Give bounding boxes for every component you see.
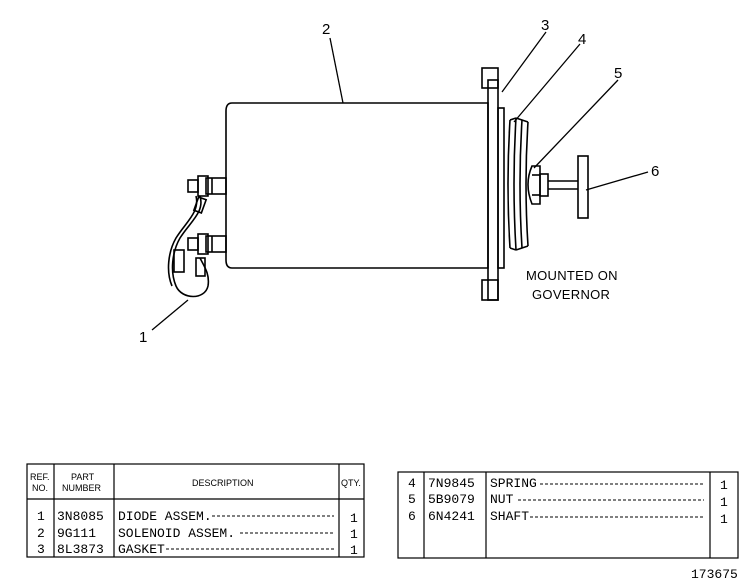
header-part-2: NUMBER	[62, 483, 102, 493]
row-qty: 1	[720, 478, 728, 493]
callout-3: 3	[541, 17, 549, 34]
row-desc: DIODE ASSEM.	[118, 509, 212, 524]
parts-table-left	[26, 463, 365, 558]
row-ref: 5	[408, 492, 416, 507]
row-ref: 6	[408, 509, 416, 524]
row-ref: 2	[37, 526, 45, 541]
table-row: 1 3N8085 DIODE ASSEM. 1	[37, 509, 358, 526]
row-desc: SPRING	[490, 476, 537, 491]
diode-assembly	[167, 195, 210, 298]
row-part: 7N9845	[428, 476, 475, 491]
solenoid-assembly	[167, 67, 589, 301]
callout-6: 6	[651, 163, 659, 180]
row-desc: GASKET	[118, 542, 165, 557]
row-ref: 4	[408, 476, 416, 491]
callout-5: 5	[614, 65, 622, 82]
row-desc: SHAFT	[490, 509, 529, 524]
flange-bolt-bottom	[481, 279, 499, 301]
table-row: 4 7N9845 SPRING 1	[408, 476, 728, 493]
table-row: 3 8L3873 GASKET 1	[37, 542, 358, 558]
note-line-2: GOVERNOR	[532, 287, 610, 302]
row-ref: 3	[37, 542, 45, 557]
header-part-1: PART	[71, 472, 95, 482]
row-qty: 1	[350, 511, 358, 526]
callout-4: 4	[578, 31, 586, 48]
header-ref-1: REF.	[30, 472, 50, 482]
header-ref-2: NO.	[32, 483, 48, 493]
row-part: 3N8085	[57, 509, 104, 524]
spring	[507, 117, 529, 251]
row-part: 5B9079	[428, 492, 475, 507]
row-qty: 1	[720, 512, 728, 527]
nut	[527, 165, 549, 205]
terminal-upper	[187, 175, 227, 197]
parts-table-right	[397, 471, 739, 559]
row-desc: SOLENOID ASSEM.	[118, 526, 235, 541]
table-row: 5 5B9079 NUT 1	[408, 492, 728, 510]
mounting-flange	[487, 79, 499, 301]
row-qty: 1	[350, 527, 358, 542]
callout-1: 1	[139, 329, 147, 346]
figure-number: 173675	[691, 567, 738, 582]
gasket	[497, 107, 505, 269]
row-qty: 1	[720, 495, 728, 510]
solenoid-body	[225, 102, 489, 269]
row-desc: NUT	[490, 492, 514, 507]
row-part: 6N4241	[428, 509, 475, 524]
row-qty: 1	[350, 543, 358, 558]
row-part: 8L3873	[57, 542, 104, 557]
header-qty: QTY.	[341, 478, 361, 488]
row-part: 9G111	[57, 526, 96, 541]
leader-lines	[151, 31, 649, 331]
shaft	[548, 155, 589, 219]
row-ref: 1	[37, 509, 45, 524]
table-row: 2 9G111 SOLENOID ASSEM. 1	[37, 526, 358, 542]
table-row: 6 6N4241 SHAFT 1	[408, 509, 728, 527]
flange-bolt-top	[481, 67, 499, 89]
callout-2: 2	[322, 21, 330, 38]
note-line-1: MOUNTED ON	[526, 268, 618, 283]
terminal-lower	[187, 233, 227, 255]
header-description: DESCRIPTION	[192, 478, 254, 488]
